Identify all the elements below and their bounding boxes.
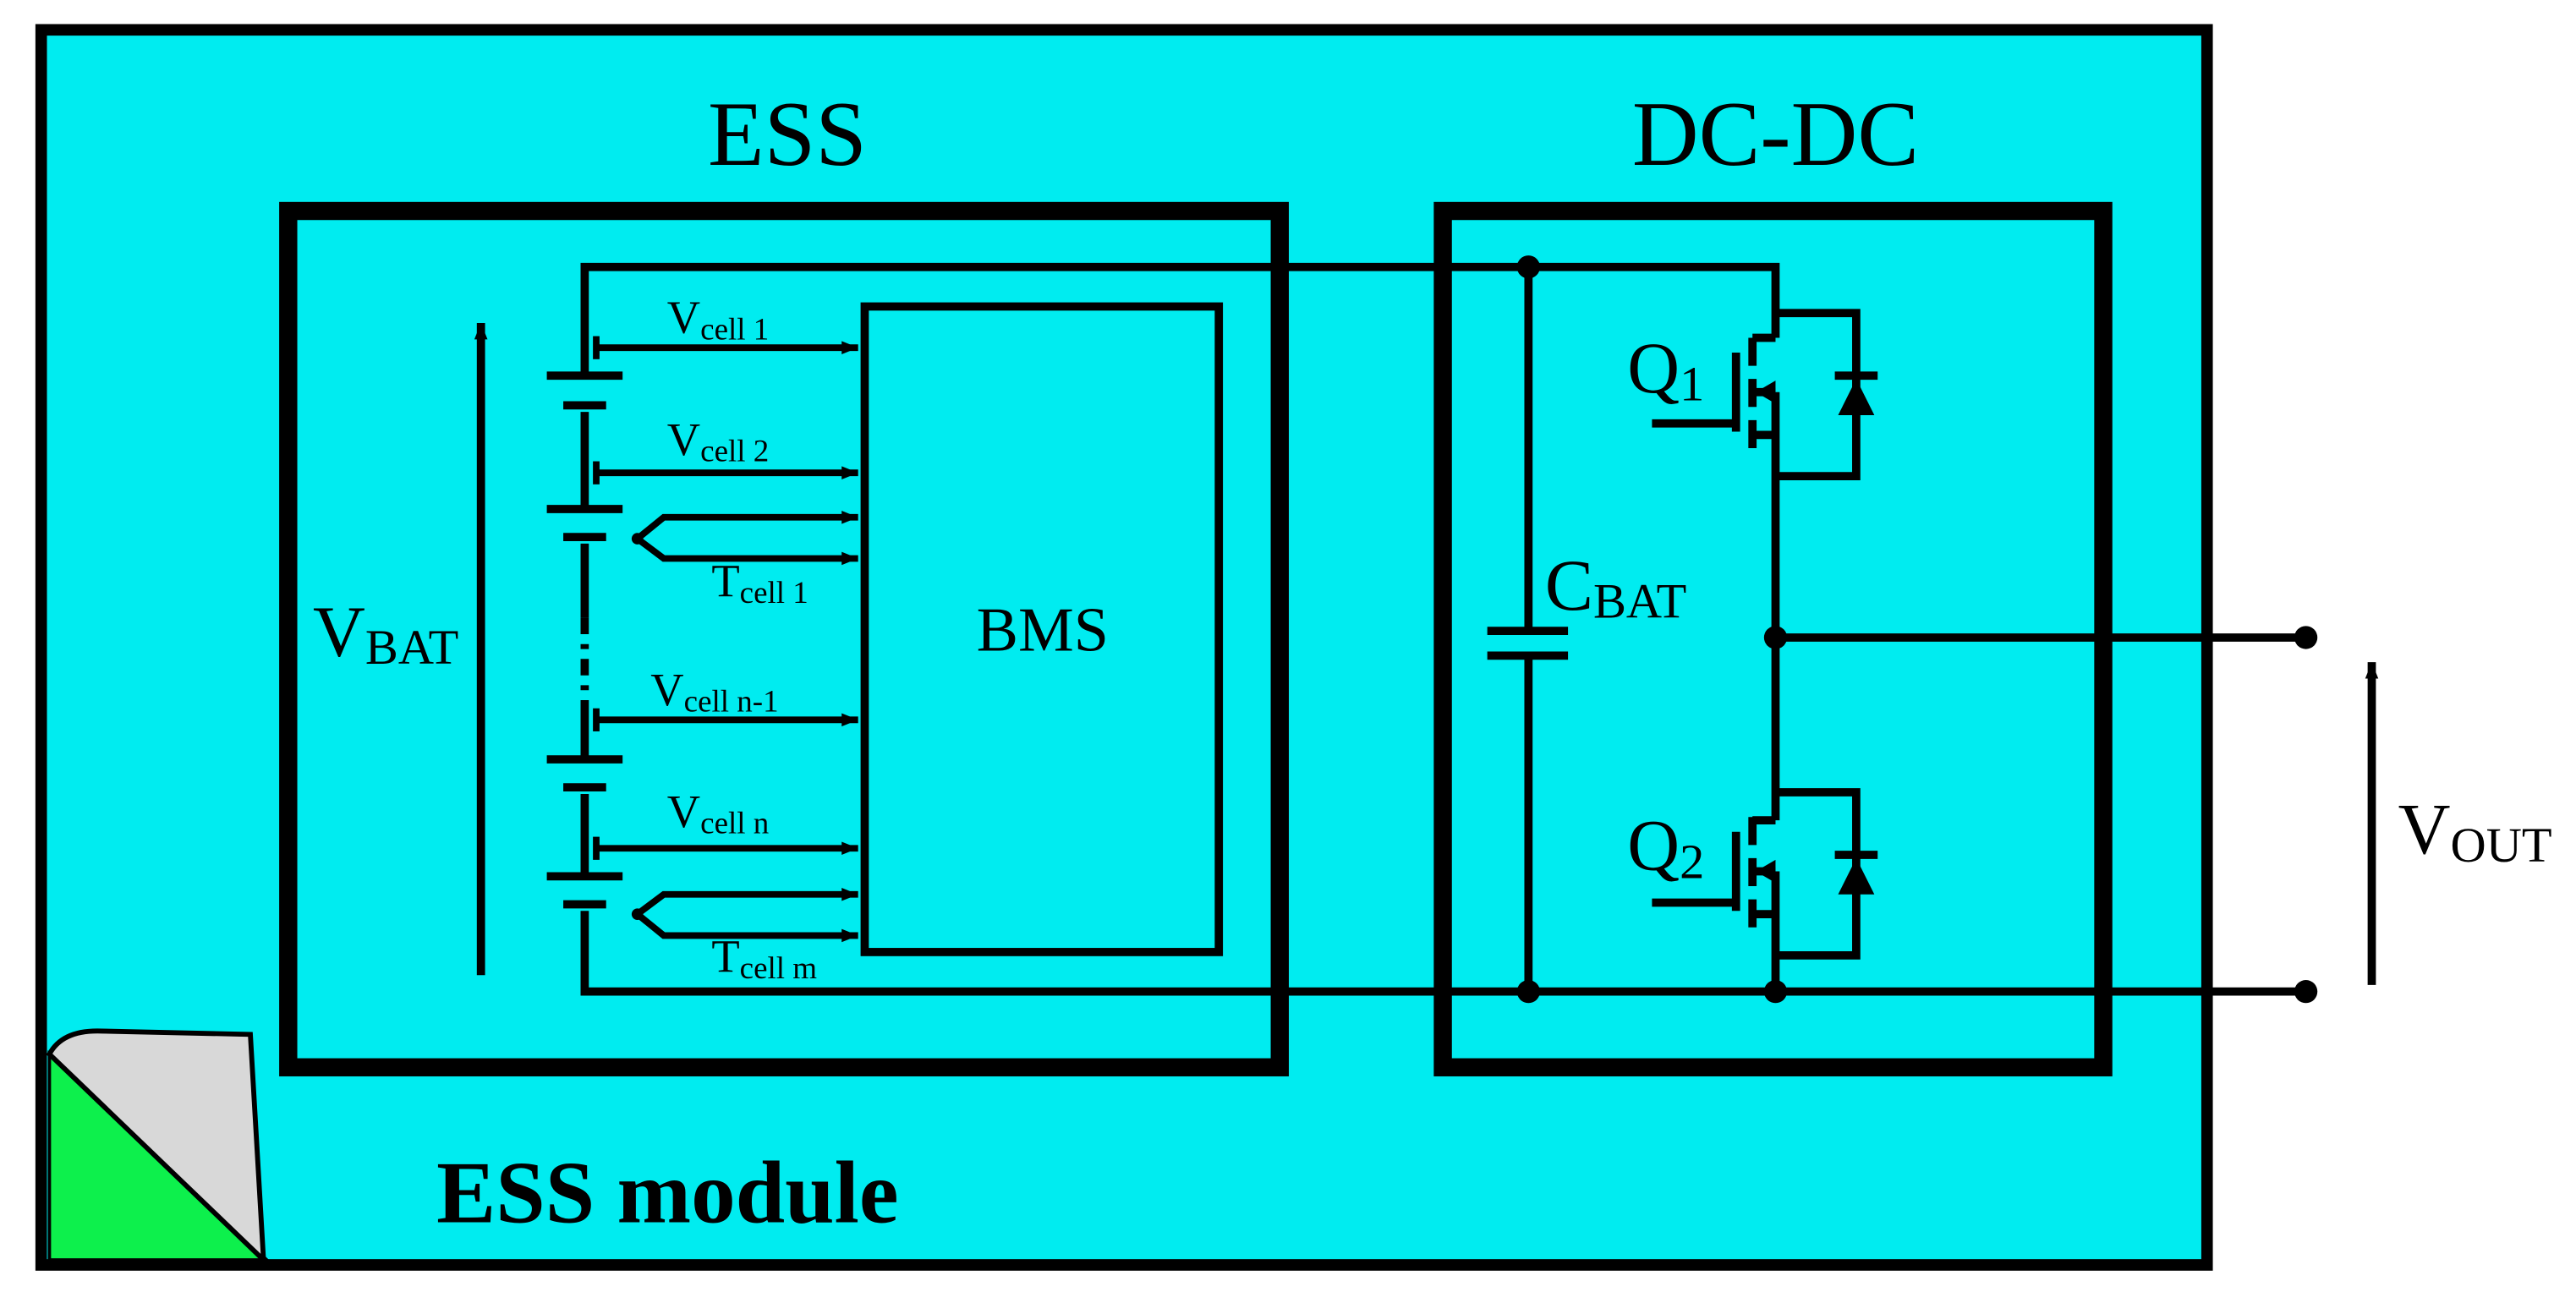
ess-box <box>279 201 1289 1076</box>
tcellm-label: Tcell m <box>711 930 817 986</box>
cbat-label: CBAT <box>1545 545 1687 629</box>
vcell1-label: Vcell 1 <box>667 292 770 348</box>
q1-label: Q1 <box>1627 328 1704 412</box>
vout-label: VOUT <box>2398 789 2552 873</box>
ess-title: ESS <box>708 83 867 185</box>
cbat-capacitor <box>1487 255 1569 1004</box>
bms-box <box>860 302 1224 956</box>
q2-label: Q2 <box>1627 806 1704 890</box>
battery-string <box>546 262 2306 996</box>
vout-terminal-bottom <box>2294 980 2318 1004</box>
q2-mosfet <box>1652 637 1878 1004</box>
vbat-label: VBAT <box>313 591 458 675</box>
dcdc-title: DC-DC <box>1632 83 1919 185</box>
vcelln1-label: Vcell n-1 <box>650 664 778 720</box>
bms-label: BMS <box>977 596 1109 665</box>
vcell-sense-lines <box>593 336 858 860</box>
vcelln-label: Vcell n <box>667 786 770 841</box>
vcell2-label: Vcell 2 <box>667 413 770 469</box>
vout-terminal-top <box>2294 626 2318 649</box>
ess-module-title: ESS module <box>436 1142 898 1241</box>
q1-mosfet <box>1652 309 1878 643</box>
tcell1-label: Tcell 1 <box>711 555 808 610</box>
module-corner-icon <box>46 1028 271 1267</box>
tcell-sensors <box>631 510 858 943</box>
